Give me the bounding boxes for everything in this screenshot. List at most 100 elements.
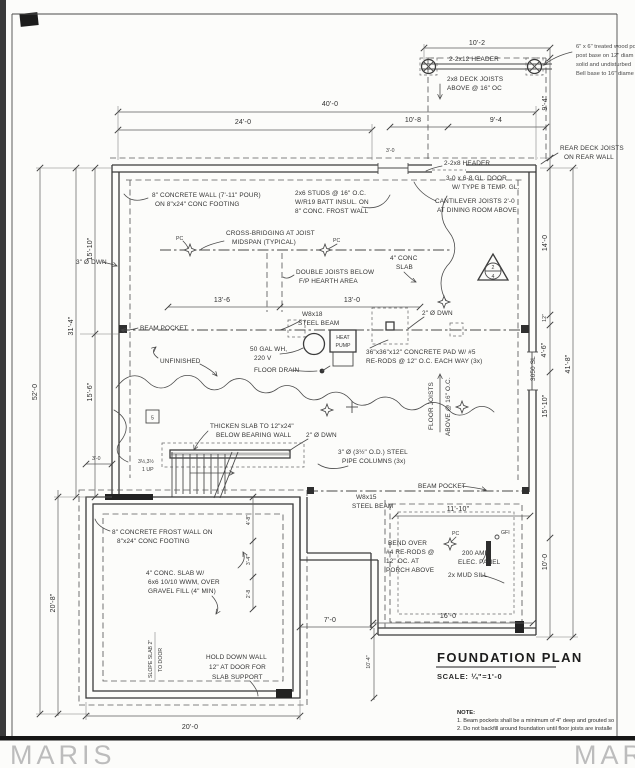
bend-over-note-3: 12" OC. AT bbox=[386, 558, 419, 565]
elec-panel-note-1: 200 AMP bbox=[462, 550, 489, 557]
maris-watermark-right: MARIS bbox=[574, 740, 635, 768]
dim-mid-left: 13'-6 bbox=[214, 297, 230, 304]
dim-mid-right: 13'-0 bbox=[344, 297, 360, 304]
beam-w8x15-label-2: STEEL BEAM bbox=[352, 503, 393, 510]
concrete-pad bbox=[371, 307, 409, 345]
dim-stair-2: 3'-4" bbox=[246, 555, 252, 565]
deck-joists-label-1: 2x8 DECK JOISTS bbox=[447, 76, 503, 83]
dim-step-width: 7'-0 bbox=[324, 617, 336, 624]
frost-wall-note-1: 8" CONCRETE FROST WALL ON bbox=[112, 529, 213, 536]
downspout-note-slab: 2" Ø DWN bbox=[306, 432, 337, 439]
drawing-title: FOUNDATION PLAN bbox=[437, 650, 583, 665]
pad-note-2: RE-RODS @ 12" O.C. EACH WAY (3x) bbox=[366, 358, 482, 365]
beam-pocket-label-right: BEAM POCKET bbox=[418, 483, 466, 490]
dim-porch-width: 11'-10" bbox=[447, 506, 470, 513]
stud-note-3: 8" CONC. FROST WALL bbox=[295, 208, 369, 215]
bend-over-note-4: PORCH ABOVE bbox=[386, 567, 434, 574]
deck-header-label: 2-2x12 HEADER bbox=[449, 56, 499, 63]
floor-drain-label: FLOOR DRAIN bbox=[254, 367, 300, 374]
heat-pump-unit: HEAT PUMP bbox=[329, 329, 357, 367]
rear-deck-joists-note: REAR DECK JOISTS ON REAR WALL bbox=[540, 145, 624, 165]
wall-note-2: ON 8"x24" CONC FOOTING bbox=[155, 201, 240, 208]
porch-foundation bbox=[384, 500, 524, 633]
hold-down-note-3: SLAB SUPPORT bbox=[212, 674, 263, 681]
floor-joists-note-2: ABOVE @ 16" O.C. bbox=[445, 377, 452, 436]
conc-slab-note-1: 4" CONC bbox=[390, 255, 418, 262]
dim-deck-depth: 9'-4" bbox=[542, 95, 549, 110]
fireplace-hearth-joists bbox=[266, 253, 283, 312]
hold-down-note-2: 12" AT DOOR FOR bbox=[209, 664, 266, 671]
hold-down-note-1: HOLD DOWN WALL bbox=[206, 654, 267, 661]
dim-overall-depth: 52'-0 bbox=[32, 384, 39, 400]
frost-wall-note-2: 8"x24" CONC FOOTING bbox=[117, 538, 190, 545]
elec-panel-note-2: ELEC. PANEL bbox=[458, 559, 501, 566]
dim-deck-left: 10'-8 bbox=[405, 117, 421, 124]
gfi-outlet-label: GFI bbox=[501, 530, 510, 536]
detail-marker-number: 2 bbox=[492, 265, 495, 271]
cross-bridging-line bbox=[160, 243, 450, 257]
dim-right-15-10: 15'-10" bbox=[542, 394, 549, 417]
downspout-note-mid: 2" Ø DWN bbox=[422, 310, 453, 317]
stud-note-2: W/R19 BATT INSUL. ON bbox=[295, 199, 369, 206]
garage-slab-note-2: 6x6 10/10 WWM, OVER bbox=[148, 579, 220, 586]
dim-deck-width: 10'-2 bbox=[469, 40, 485, 47]
section-marker-box: 5 bbox=[145, 409, 160, 424]
dim-stair-1: 4'-8" bbox=[246, 515, 252, 525]
unexcavated-wavy-lines bbox=[113, 195, 495, 463]
garage-walls bbox=[78, 489, 308, 706]
dim-garage-depth: 20'-8" bbox=[50, 593, 57, 612]
beam-w8x18-label-1: W8x18 bbox=[302, 311, 323, 318]
deck-dimensions: 10'-2 10'-8 9'-4 9'-4" bbox=[386, 40, 554, 131]
pad-note-1: 36"x36"x12" CONCRETE PAD W/ #5 bbox=[366, 349, 476, 356]
scan-artifacts bbox=[0, 0, 635, 741]
electric-panel: GFI bbox=[443, 530, 510, 566]
garage-slab-note-3: GRAVEL FILL (4" MIN) bbox=[148, 588, 216, 595]
pier-label-2: PC bbox=[333, 238, 340, 244]
deck-outline bbox=[419, 57, 552, 160]
water-heater bbox=[302, 332, 331, 374]
stair-up-label: 1 UP bbox=[142, 467, 154, 473]
post-note-line3: solid and undisturbed bbox=[576, 62, 631, 68]
mud-sill-note: 2x MUD SILL bbox=[448, 572, 488, 579]
door-note-1: 3-0 x 6-8 GL. DOOR bbox=[446, 175, 507, 182]
deck-joists-label-2: ABOVE @ 16" OC bbox=[447, 85, 502, 92]
beam-pocket-label-left: BEAM POCKET bbox=[140, 325, 188, 332]
note-2: 2. Do not backfill around foundation unt… bbox=[457, 726, 612, 732]
conc-slab-note-2: SLAB bbox=[396, 264, 413, 271]
bend-over-note-2: #4 RE-RODS @ bbox=[386, 549, 434, 556]
post-note-line2: post base on 12" diam bbox=[576, 53, 634, 59]
double-joist-note-2: F/P HEARTH AREA bbox=[299, 278, 358, 285]
dim-garage-offset: 3'-0 bbox=[92, 456, 101, 462]
bridging-note-2: MIDSPAN (TYPICAL) bbox=[232, 239, 296, 246]
dim-right-14: 14'-0 bbox=[542, 235, 549, 251]
pipe-column-note-2: PIPE COLUMNS (3x) bbox=[342, 458, 406, 465]
rear-deck-note-2: ON REAR WALL bbox=[564, 154, 614, 161]
title-block: FOUNDATION PLAN SCALE: ¼"=1'-0 bbox=[436, 650, 583, 681]
thicken-slab-note-2: BELOW BEARING WALL bbox=[216, 432, 292, 439]
pipe-column-note-1: 3" Ø (3½" O.D.) STEEL bbox=[338, 448, 408, 456]
cantilever-note-2: AT DINING ROOM ABOVE bbox=[437, 207, 517, 214]
sheet-border bbox=[11, 13, 618, 736]
dim-right-10-0: 10'-0 bbox=[542, 554, 549, 570]
beam-w8x18-label-2: STEEL BEAM bbox=[298, 320, 339, 327]
rear-window bbox=[378, 163, 408, 174]
dim-stair-3: 2'-8 bbox=[246, 590, 252, 599]
bridging-note-1: CROSS-BRIDGING AT JOIST bbox=[226, 230, 315, 237]
step-walls bbox=[299, 497, 536, 636]
downspout-note-left: 3" Ø DWN bbox=[76, 259, 107, 266]
dim-left-lower: 15'-6" bbox=[87, 382, 94, 401]
pier-label-1: PC bbox=[176, 236, 183, 242]
general-notes: NOTE: 1. Beam pockets shall be a minimum… bbox=[457, 710, 614, 732]
beam-w8x15-label-1: W8x15 bbox=[356, 494, 377, 501]
top-dimensions: 40'-0 24'-0 bbox=[114, 101, 540, 160]
left-dimensions: 52'-0 31'-4" 15'-10" 15'-6" 20'-8" 3'-0 bbox=[32, 164, 119, 718]
dim-garage-width: 20'-0 bbox=[182, 724, 198, 731]
water-heater-note-1: 50 GAL WH, bbox=[250, 346, 287, 353]
annotations: 8" CONCRETE WALL (7'-11" POUR) ON 8"x24"… bbox=[76, 160, 519, 697]
post-note-line1: 6" x 6" treated wood po bbox=[576, 44, 635, 50]
right-dimensions: 14'-0 12" 4'-6" 15'-10" 10'-0 41'-8" bbox=[536, 48, 578, 641]
thicken-slab-note-1: THICKEN SLAB TO 12"x24" bbox=[210, 423, 294, 430]
double-joist-note-1: DOUBLE JOISTS BELOW bbox=[296, 269, 375, 276]
heat-pump-label-2: PUMP bbox=[336, 343, 352, 349]
